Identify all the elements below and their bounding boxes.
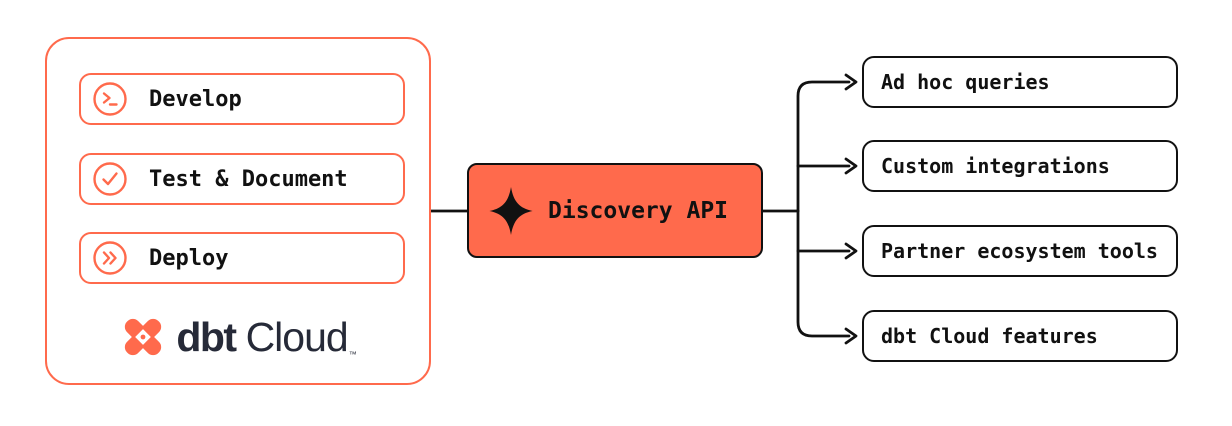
trunk-top bbox=[796, 80, 851, 213]
develop-button[interactable]: Develop bbox=[79, 73, 405, 125]
custom-integrations-label: Custom integrations bbox=[881, 154, 1110, 178]
ad-hoc-queries-node[interactable]: Ad hoc queries bbox=[862, 56, 1178, 108]
discovery-api-label: Discovery API bbox=[548, 197, 729, 224]
ad-hoc-queries-label: Ad hoc queries bbox=[881, 70, 1050, 94]
develop-label: Develop bbox=[149, 86, 242, 112]
dbt-cloud-features-label: dbt Cloud features bbox=[881, 324, 1098, 348]
arrowhead-2 bbox=[844, 157, 858, 175]
custom-integrations-node[interactable]: Custom integrations bbox=[862, 140, 1178, 192]
test-document-label: Test & Document bbox=[149, 166, 348, 192]
sparkle-icon bbox=[489, 186, 533, 235]
double-chevron-right-icon bbox=[93, 241, 127, 275]
deploy-button[interactable]: Deploy bbox=[79, 232, 405, 284]
partner-ecosystem-tools-label: Partner ecosystem tools bbox=[881, 239, 1158, 263]
logo-trademark: ™ bbox=[348, 350, 357, 359]
dbt-cloud-features-node[interactable]: dbt Cloud features bbox=[862, 310, 1178, 362]
dbt-cloud-logo: dbt Cloud ™ bbox=[47, 307, 429, 367]
discovery-api-node[interactable]: Discovery API bbox=[467, 163, 763, 258]
arrowhead-4 bbox=[844, 327, 858, 345]
arrowhead-3 bbox=[844, 242, 858, 260]
check-circle-icon bbox=[93, 162, 127, 196]
terminal-prompt-icon bbox=[93, 82, 127, 116]
trunk-bottom bbox=[796, 209, 851, 338]
test-document-button[interactable]: Test & Document bbox=[79, 153, 405, 205]
deploy-label: Deploy bbox=[149, 245, 229, 271]
arrowhead-1 bbox=[844, 73, 858, 91]
logo-product-text: Cloud bbox=[245, 313, 349, 360]
dbt-logo-icon bbox=[125, 318, 162, 356]
dbt-cloud-panel: Develop Test & Document Deploy bbox=[45, 37, 431, 385]
partner-ecosystem-tools-node[interactable]: Partner ecosystem tools bbox=[862, 225, 1178, 277]
logo-brand-text: dbt bbox=[176, 313, 237, 360]
